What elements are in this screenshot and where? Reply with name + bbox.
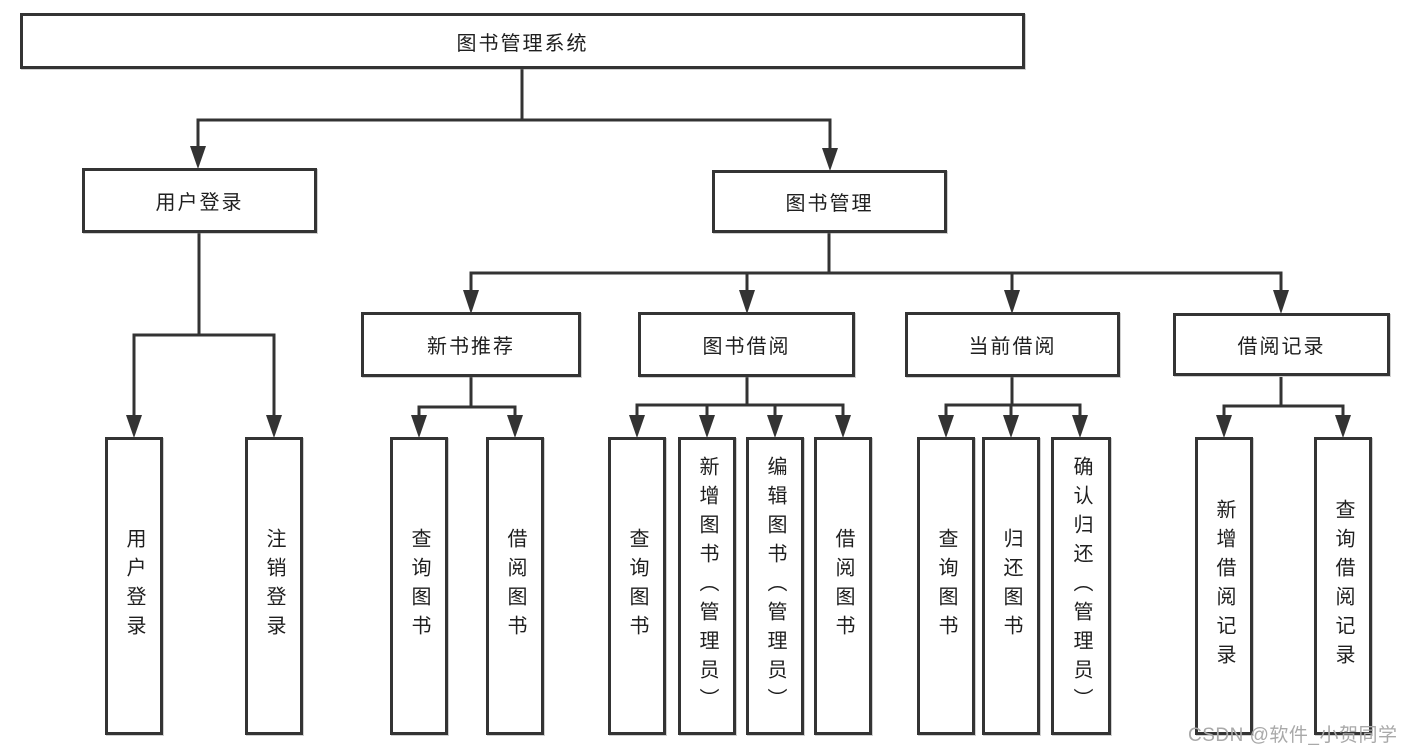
arrowhead-br-query-record bbox=[1335, 415, 1351, 438]
arrowhead-nbr-borrow-books bbox=[507, 415, 523, 438]
arrowhead-leaf-logout bbox=[266, 415, 282, 438]
arrowhead-user-login bbox=[190, 146, 206, 169]
leaf-label: 确认归还（管理员） bbox=[1070, 455, 1092, 717]
arrowhead-cb-query-books bbox=[938, 415, 954, 438]
arrowhead-br-add-record bbox=[1216, 415, 1232, 438]
leaf-nbr-borrow-books: 借阅图书 bbox=[486, 437, 544, 735]
node-new-book-recommend: 新书推荐 bbox=[361, 312, 581, 377]
new-book-recommend-rail-line bbox=[417, 405, 517, 416]
leaf-label: 归还图书 bbox=[1000, 528, 1022, 644]
arrowhead-cb-return-books bbox=[1003, 415, 1019, 438]
leaf-label: 注销登录 bbox=[263, 528, 285, 644]
leaf-label: 新增图书（管理员） bbox=[696, 455, 718, 717]
book-borrow-rail-line bbox=[635, 403, 845, 416]
leaf-label: 查询图书 bbox=[935, 528, 957, 644]
level2-rail-line bbox=[196, 118, 832, 148]
level3-rail-line bbox=[469, 271, 1283, 292]
leaf-label: 编辑图书（管理员） bbox=[764, 455, 786, 717]
leaf-br-query-record: 查询借阅记录 bbox=[1314, 437, 1372, 735]
current-borrow-rail-line bbox=[944, 403, 1082, 416]
arrowhead-current-borrow bbox=[1004, 290, 1020, 314]
leaf-label: 用户登录 bbox=[123, 528, 145, 644]
leaf-label: 借阅图书 bbox=[832, 528, 854, 644]
leaf-label: 查询图书 bbox=[626, 528, 648, 644]
user-login-rail-line bbox=[132, 333, 276, 416]
leaf-label: 借阅图书 bbox=[504, 528, 526, 644]
arrowhead-borrow-records bbox=[1273, 290, 1289, 314]
node-label: 用户登录 bbox=[155, 192, 244, 214]
csdn-watermark: CSDN @软件_小贺同学 bbox=[1188, 725, 1398, 746]
node-root: 图书管理系统 bbox=[20, 13, 1025, 69]
leaf-label: 新增借阅记录 bbox=[1213, 499, 1235, 673]
node-label: 借阅记录 bbox=[1237, 336, 1326, 358]
leaf-bb-query-books: 查询图书 bbox=[608, 437, 666, 735]
arrowhead-bb-borrow-books bbox=[835, 415, 851, 438]
arrowhead-book-management bbox=[822, 148, 838, 171]
node-borrow-records: 借阅记录 bbox=[1173, 313, 1390, 376]
arrowhead-nbr-query-books bbox=[411, 415, 427, 438]
arrowhead-new-book-recommend bbox=[463, 290, 479, 314]
node-label: 图书管理系统 bbox=[456, 32, 589, 55]
node-user-login: 用户登录 bbox=[82, 168, 317, 233]
leaf-cb-query-books: 查询图书 bbox=[917, 437, 975, 735]
node-label: 新书推荐 bbox=[427, 336, 515, 358]
leaf-bb-borrow-books: 借阅图书 bbox=[814, 437, 872, 735]
node-book-borrow: 图书借阅 bbox=[638, 312, 855, 377]
node-current-borrow: 当前借阅 bbox=[905, 312, 1120, 377]
leaf-user-login: 用户登录 bbox=[105, 437, 163, 735]
leaf-cb-return-books: 归还图书 bbox=[982, 437, 1040, 735]
leaf-label: 查询借阅记录 bbox=[1332, 499, 1354, 673]
borrow-records-rail-line bbox=[1222, 404, 1345, 416]
node-label: 当前借阅 bbox=[968, 336, 1057, 358]
node-label: 图书管理 bbox=[785, 193, 874, 215]
arrowhead-bb-edit-books bbox=[767, 415, 783, 438]
arrowhead-book-borrow bbox=[739, 290, 755, 314]
leaf-br-add-record: 新增借阅记录 bbox=[1195, 437, 1253, 735]
leaf-logout: 注销登录 bbox=[245, 437, 303, 735]
leaf-bb-add-books-admin: 新增图书（管理员） bbox=[678, 437, 736, 735]
node-label: 图书借阅 bbox=[702, 336, 791, 358]
arrowhead-bb-add-books bbox=[699, 415, 715, 438]
arrowhead-bb-query-books bbox=[629, 415, 645, 438]
leaf-label: 查询图书 bbox=[408, 528, 430, 644]
leaf-cb-confirm-return-admin: 确认归还（管理员） bbox=[1051, 437, 1111, 735]
leaf-nbr-query-books: 查询图书 bbox=[390, 437, 448, 735]
arrowhead-cb-confirm-return bbox=[1072, 415, 1088, 438]
arrowhead-leaf-user-login bbox=[126, 415, 142, 438]
leaf-bb-edit-books-admin: 编辑图书（管理员） bbox=[746, 437, 804, 735]
node-book-management: 图书管理 bbox=[712, 170, 947, 233]
